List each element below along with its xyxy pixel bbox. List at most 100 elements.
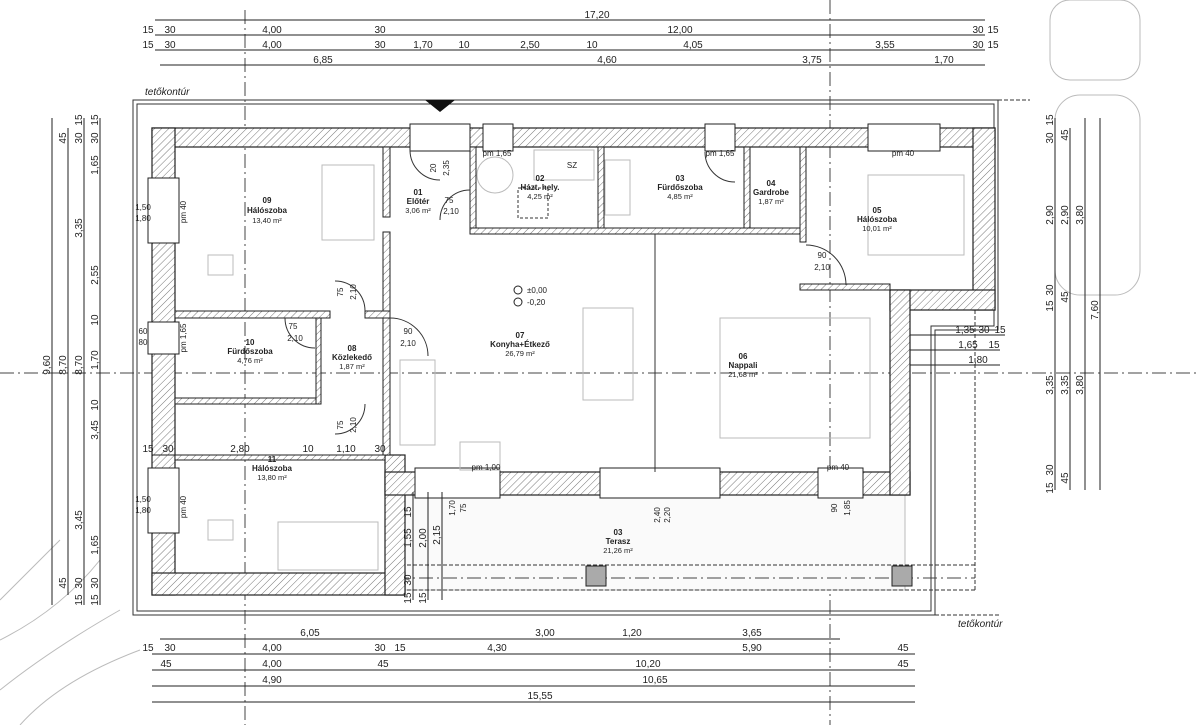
svg-text:30: 30 xyxy=(972,40,984,51)
svg-text:1,50: 1,50 xyxy=(135,495,151,504)
svg-text:15: 15 xyxy=(994,325,1006,336)
svg-text:4,00: 4,00 xyxy=(262,25,282,36)
svg-text:26,79 m²: 26,79 m² xyxy=(505,349,535,358)
svg-text:Fürdőszoba: Fürdőszoba xyxy=(227,347,273,356)
svg-text:45: 45 xyxy=(897,643,909,654)
svg-text:8,70: 8,70 xyxy=(74,355,85,375)
svg-text:Konyha+Étkező: Konyha+Étkező xyxy=(490,340,550,349)
svg-text:1,10: 1,10 xyxy=(336,444,356,455)
svg-text:Gardrobe: Gardrobe xyxy=(753,188,790,197)
svg-text:4,05: 4,05 xyxy=(683,40,703,51)
svg-text:15,55: 15,55 xyxy=(527,691,552,702)
right-inner-dimensions: 1,35 30 15 1,65 15 1,80 xyxy=(910,325,1006,366)
svg-text:30: 30 xyxy=(164,40,176,51)
svg-text:02: 02 xyxy=(536,174,545,183)
svg-text:15: 15 xyxy=(142,40,154,51)
svg-text:1,65: 1,65 xyxy=(958,340,978,351)
svg-text:30: 30 xyxy=(978,325,990,336)
svg-text:2,55: 2,55 xyxy=(90,265,101,285)
svg-text:10: 10 xyxy=(458,40,470,51)
svg-text:1,87 m²: 1,87 m² xyxy=(758,197,784,206)
svg-text:2,10: 2,10 xyxy=(400,339,416,348)
svg-text:3,45: 3,45 xyxy=(74,510,85,530)
level-value: ±0,00 xyxy=(527,286,548,295)
svg-text:4,30: 4,30 xyxy=(487,643,507,654)
opening-labels: pm 1,65 pm 1,65 pm 40 1,50 1,80 pm 40 20… xyxy=(135,149,914,523)
svg-text:pm 40: pm 40 xyxy=(827,463,850,472)
svg-text:15: 15 xyxy=(987,40,999,51)
svg-text:12,00: 12,00 xyxy=(667,25,692,36)
svg-text:1,20: 1,20 xyxy=(622,628,642,639)
svg-text:3,65: 3,65 xyxy=(742,628,762,639)
svg-text:Nappali: Nappali xyxy=(729,361,758,370)
svg-text:30: 30 xyxy=(403,574,414,586)
bottom-dimensions: 6,05 3,00 1,20 3,65 15 30 4,00 30 15 4,3… xyxy=(142,628,915,703)
svg-text:5,90: 5,90 xyxy=(742,643,762,654)
level-marks: ±0,00 -0,20 xyxy=(513,285,548,307)
svg-text:pm 1,65: pm 1,65 xyxy=(179,323,188,352)
svg-text:7,60: 7,60 xyxy=(1090,300,1101,320)
svg-text:3,06 m²: 3,06 m² xyxy=(405,206,431,215)
door-swings xyxy=(284,149,847,435)
svg-text:pm 1,65: pm 1,65 xyxy=(706,149,735,158)
svg-text:15: 15 xyxy=(74,594,85,606)
top-dimensions: 17,20 15 30 4,00 30 12,00 30 15 15 30 4,… xyxy=(142,10,999,66)
svg-text:4,60: 4,60 xyxy=(597,55,617,66)
svg-text:4,00: 4,00 xyxy=(262,643,282,654)
svg-text:75: 75 xyxy=(336,420,345,429)
svg-text:13,40 m²: 13,40 m² xyxy=(252,216,282,225)
svg-text:1,70: 1,70 xyxy=(90,350,101,370)
svg-text:30: 30 xyxy=(164,643,176,654)
svg-text:3,80: 3,80 xyxy=(1075,205,1086,225)
svg-text:30: 30 xyxy=(74,577,85,589)
svg-text:1,35: 1,35 xyxy=(955,325,975,336)
svg-text:45: 45 xyxy=(1060,472,1071,484)
svg-text:4,76 m²: 4,76 m² xyxy=(237,356,263,365)
svg-text:2,10: 2,10 xyxy=(349,284,358,300)
left-dimensions: 9,60 45 8,70 45 30 15 3,35 8,70 3,45 15 … xyxy=(42,114,101,606)
svg-text:10,65: 10,65 xyxy=(642,675,667,686)
svg-text:10,20: 10,20 xyxy=(635,659,660,670)
svg-text:60: 60 xyxy=(139,327,148,336)
svg-text:45: 45 xyxy=(897,659,909,670)
svg-text:15: 15 xyxy=(418,592,429,604)
terrace-pillar xyxy=(585,565,607,587)
svg-text:pm 40: pm 40 xyxy=(179,495,188,518)
svg-text:4,00: 4,00 xyxy=(262,40,282,51)
svg-text:1,85: 1,85 xyxy=(843,500,852,516)
windows xyxy=(147,123,941,534)
svg-text:2,50: 2,50 xyxy=(520,40,540,51)
svg-text:75: 75 xyxy=(459,503,468,512)
svg-text:03: 03 xyxy=(614,528,623,537)
svg-text:15: 15 xyxy=(1045,482,1056,494)
svg-text:90: 90 xyxy=(404,327,413,336)
svg-text:2,10: 2,10 xyxy=(443,207,459,216)
svg-text:09: 09 xyxy=(263,196,272,205)
svg-text:1,70: 1,70 xyxy=(413,40,433,51)
svg-text:2,00: 2,00 xyxy=(418,528,429,548)
svg-text:30: 30 xyxy=(972,25,984,36)
svg-text:10: 10 xyxy=(246,338,255,347)
svg-text:15: 15 xyxy=(394,643,406,654)
svg-text:Fürdőszoba: Fürdőszoba xyxy=(657,183,703,192)
svg-text:30: 30 xyxy=(74,132,85,144)
svg-text:1,80: 1,80 xyxy=(135,506,151,515)
svg-text:3,80: 3,80 xyxy=(1075,375,1086,395)
svg-text:3,45: 3,45 xyxy=(90,420,101,440)
svg-text:30: 30 xyxy=(1045,284,1056,296)
svg-text:1,70: 1,70 xyxy=(448,500,457,516)
shower-label: SZ xyxy=(567,161,577,170)
svg-text:17,20: 17,20 xyxy=(584,10,609,21)
svg-text:20: 20 xyxy=(429,163,438,172)
svg-text:45: 45 xyxy=(1060,291,1071,303)
svg-text:15: 15 xyxy=(1045,300,1056,312)
svg-text:15: 15 xyxy=(403,506,414,518)
terrace-dimensions: 15 1,55 2,00 2,15 30 15 15 xyxy=(403,492,443,604)
svg-text:45: 45 xyxy=(1060,129,1071,141)
svg-text:6,85: 6,85 xyxy=(313,55,333,66)
